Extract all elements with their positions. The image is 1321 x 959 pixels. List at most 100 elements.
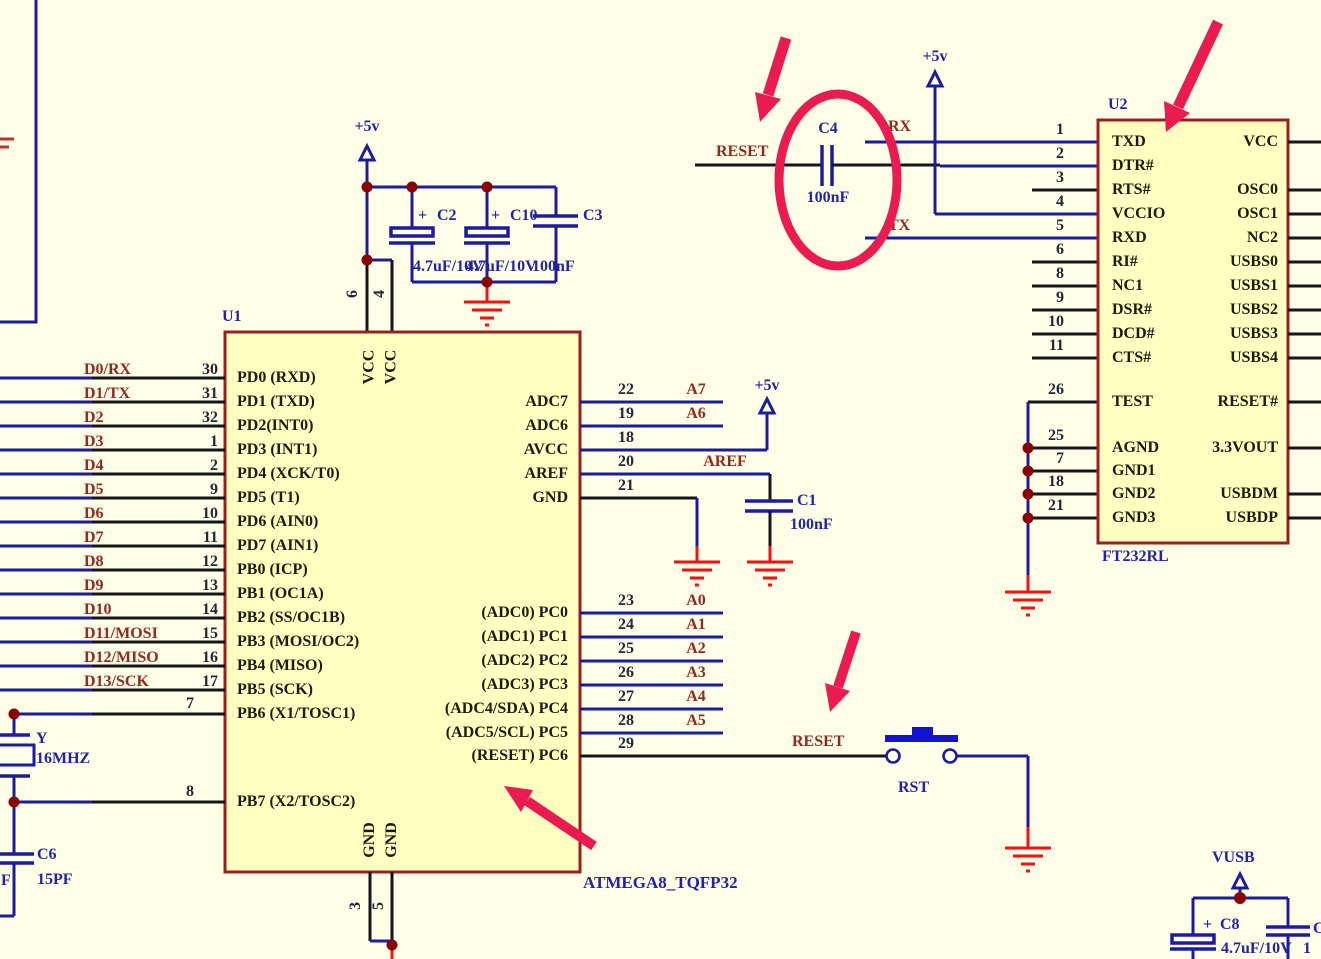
u2-pin-label: OSC1 [1237,205,1278,222]
pin-number: 32 [202,409,218,426]
u2-pin-label: NC1 [1112,277,1144,294]
net-label: D8 [84,553,104,570]
pin-number: 9 [210,481,218,498]
u1-pin-label: VCC [360,349,378,385]
u1-pin-label: AREF [524,465,568,482]
net-label: A7 [686,381,706,398]
u1-pin-label: PB7 (X2/TOSC2) [237,793,356,810]
plus5v-label: +5v [922,48,948,65]
cap-c10 [464,226,510,238]
u2-right-wires [1288,140,1321,520]
u1-net-row: D6 10 [84,505,218,523]
u1-pin-label: ADC7 [525,393,568,410]
pin-number: 3 [347,902,364,910]
u1-part: ATMEGA8_TQFP32 [583,873,738,892]
u1-pin-label: (ADC1) PC1 [481,628,568,645]
crystal-group [0,714,36,918]
net-label: D2 [84,409,104,426]
u1-pin-label: PD3 (INT1) [237,441,318,458]
net-label: A2 [686,640,706,657]
net-label: RX [888,118,912,135]
pin-number: 2 [210,457,218,474]
pin-number: 4 [1056,193,1064,210]
net-label: A5 [686,712,706,729]
crystal-y [0,743,36,767]
u1-pin-label: PB3 (MOSI/OC2) [237,633,360,650]
pin-number: 1 [210,433,218,450]
plus5v-label: +5v [354,118,380,135]
u2-pin-label: USBS0 [1229,253,1278,270]
net-label: A0 [686,592,706,609]
net-label: D5 [84,481,104,498]
pin-number: 21 [1048,497,1064,514]
plus5v-symbol [925,68,945,88]
u1-net-row: D3 1 [84,433,218,451]
pin-number: 29 [618,735,634,752]
u2-pin-label: TXD [1112,133,1146,150]
u2-pin-label: DSR# [1112,301,1153,318]
u1-pin-label: PD5 (T1) [237,489,300,506]
cap-plus: + [418,207,428,224]
pin-number: 14 [202,601,218,618]
u2-part: FT232RL [1102,548,1169,565]
cap-value: 4.7uF/10V [466,258,537,275]
u1-net-row: D0/RX 30 [84,361,218,379]
u1-pin-label: (ADC0) PC0 [481,604,568,621]
u1-pin-label: VCC [382,349,400,385]
net-label: D6 [84,505,104,522]
net-label: D11/MOSI [84,625,158,642]
u1-chip-body [223,330,582,874]
cap-value: 100nF [532,258,575,275]
cap-ref: C3 [583,207,603,224]
pin-number: 13 [202,577,218,594]
pin-number: 6 [344,290,361,298]
pin-number: 5 [370,902,387,910]
ground-symbol [464,300,510,327]
pin-number: 11 [1048,337,1064,354]
u2-pin-label: VCC [1243,133,1278,150]
pin-number: 10 [202,505,218,522]
u2-pin-label: RTS# [1112,181,1151,198]
u2-pin-label: USBS1 [1229,277,1278,294]
pin-number: 11 [202,529,218,546]
u1-pin-label: PB5 (SCK) [237,681,313,698]
rst-button[interactable] [885,727,1030,848]
u1-right-wires [580,400,886,758]
u1-pin-label: (ADC2) PC2 [481,652,568,669]
net-label: D0/RX [84,361,132,378]
crystal-value: 16MHZ [36,750,91,767]
vusb-label: VUSB [1212,849,1255,866]
pin-number: 15 [202,625,218,642]
decoupling-cap-bank [357,142,578,332]
cap-ref: C4 [818,120,838,137]
u2-pin-label: VCCIO [1112,205,1166,222]
u1-pin-label: ADC6 [525,417,568,434]
u1-pin-label: GND [360,822,378,858]
cap-value: 15PF [37,871,73,888]
cap-ref: C10 [510,207,538,224]
ground-symbol [1005,590,1051,617]
u1-pin-label: GND [382,822,400,858]
ground-symbols [464,300,1051,873]
u2-pin-label: 3.3VOUT [1212,439,1278,456]
pin-number: 16 [202,649,218,666]
u1-pin-label: AVCC [523,441,568,458]
u1-pin-label: GND [532,489,568,506]
pin-number: 19 [618,405,634,422]
pin-number: 8 [1056,265,1064,282]
net-label: RESET [792,733,845,750]
pin-number: 18 [618,429,634,446]
pin-number: 7 [186,695,194,712]
ground-symbol [674,560,720,587]
cap-plus: + [1203,916,1213,933]
net-label: D3 [84,433,104,450]
net-label: D7 [84,529,104,546]
net-label: D1/TX [84,385,131,402]
u2-pin-label: CTS# [1112,349,1152,366]
junction-dots [8,181,1246,951]
pin-number: 30 [202,361,218,378]
